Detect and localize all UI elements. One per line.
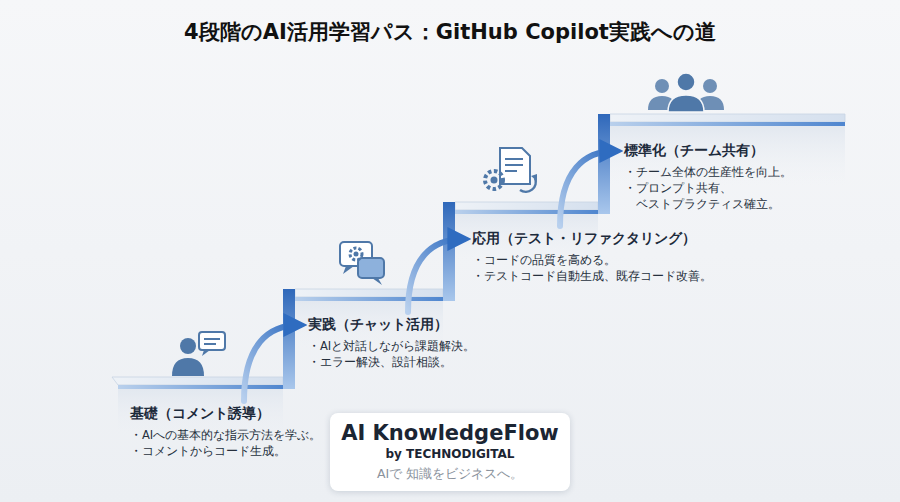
logo-box: AI KnowledgeFlow by TECHNODIGITAL AIで 知識をビ… (330, 413, 570, 491)
logo-name: AI KnowledgeFlow (340, 421, 560, 445)
stage-bullet: ・エラー解決、設計相談。 (308, 354, 475, 370)
stage-bullet: ・プロンプト共有、 ベストプラクティス確立。 (624, 180, 826, 212)
logo-subtext: by TECHNODIGITAL (340, 447, 560, 461)
stage-step: 基礎（コメント誘導） ・AIへの基本的な指示方法を学ぶ。・コメントからコード生成。 (124, 402, 327, 462)
stage-heading: 標準化（チーム共有） (624, 142, 826, 160)
stage-bullet: ・テストコード自動生成、既存コード改善。 (472, 268, 712, 284)
logo-subtext: AIで 知識をビジネスへ。 (340, 466, 560, 483)
stage-bullet: ・AIと対話しながら課題解決。 (308, 338, 475, 354)
stage-heading: 基礎（コメント誘導） (130, 405, 321, 423)
stage-step: 標準化（チーム共有） ・チーム全体の生産性を向上。・プロンプト共有、 ベストプラク… (618, 139, 832, 215)
diagram-title: 4段階のAI活用学習パス：GitHub Copilot実践への道 (0, 18, 900, 46)
stage-step: 実践（チャット活用） ・AIと対話しながら課題解決。・エラー解決、設計相談。 (302, 313, 481, 373)
stage-bullet: ・コメントからコード生成。 (130, 443, 321, 459)
stage-step: 応用（テスト・リファクタリング） ・コードの品質を高める。・テストコード自動生成、… (466, 227, 718, 287)
progress-arrow (244, 325, 299, 401)
progress-arrow (560, 151, 615, 226)
stage-heading: 実践（チャット活用） (308, 316, 475, 334)
progress-arrow (408, 239, 463, 312)
stage-bullet: ・コードの品質を高める。 (472, 252, 712, 268)
stage-heading: 応用（テスト・リファクタリング） (472, 230, 712, 248)
stage-bullet: ・AIへの基本的な指示方法を学ぶ。 (130, 427, 321, 443)
stage-bullet: ・チーム全体の生産性を向上。 (624, 164, 826, 180)
